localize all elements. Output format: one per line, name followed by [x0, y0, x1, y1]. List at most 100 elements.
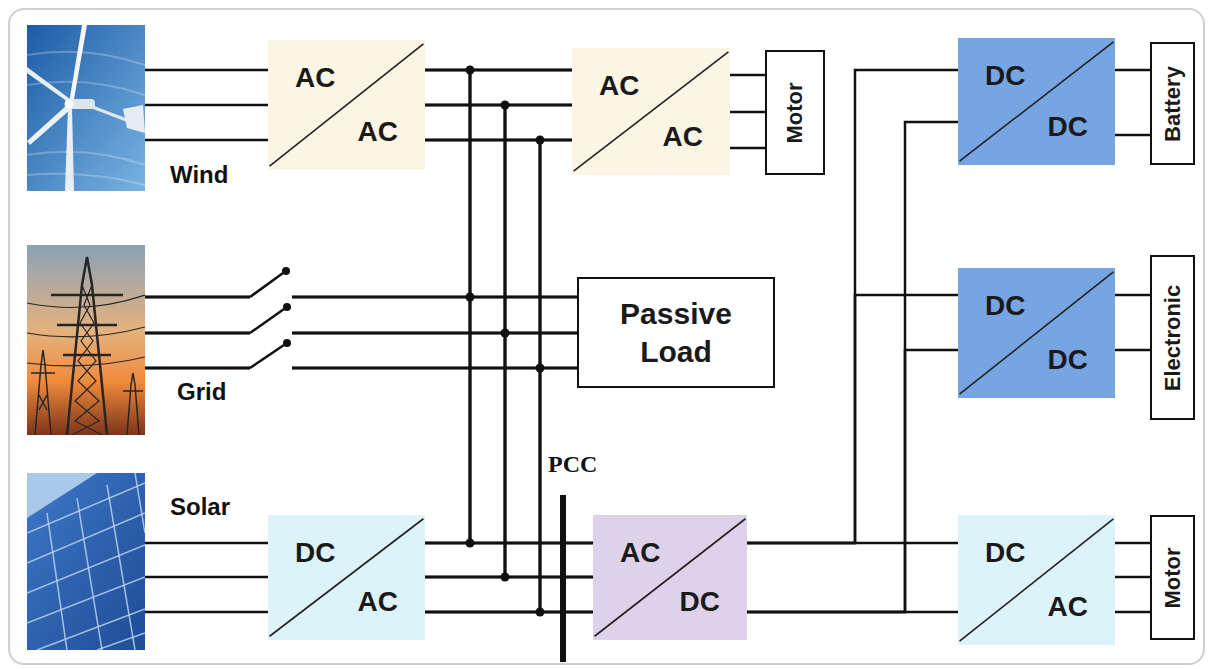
device-box: Electronic [1150, 255, 1195, 420]
switch-contact [283, 303, 291, 311]
wire-segment [747, 611, 958, 614]
source-label: Solar [170, 495, 230, 519]
wire-segment [145, 542, 268, 545]
converter-diagonal [593, 515, 747, 640]
box-label: Battery [1162, 66, 1184, 142]
power-wire [425, 70, 593, 612]
wire-segment [730, 111, 765, 114]
converter-label: AC [295, 64, 335, 92]
wire-segment [425, 105, 572, 577]
converter-label: AC [663, 123, 703, 151]
wire-segment [145, 332, 250, 335]
wire-segment [425, 140, 593, 612]
wire-segment [145, 367, 250, 370]
wire-segment [145, 367, 250, 370]
converter-label: DC [1048, 113, 1088, 141]
wire-segment [425, 105, 593, 577]
source-photo: Solar [27, 473, 145, 650]
converter-diagonal [268, 40, 425, 170]
wire-segment [747, 295, 958, 543]
source-label: Grid [177, 380, 226, 404]
converter-label: AC [1048, 593, 1088, 621]
wire-segment [730, 147, 765, 150]
converter-box: DC DC [958, 268, 1115, 398]
wire-segment [1115, 349, 1150, 352]
wire-segment [145, 104, 268, 107]
power-wire [747, 295, 958, 612]
junction-dot [536, 136, 545, 145]
wire-segment [145, 332, 250, 335]
wire-segment [145, 367, 250, 370]
wire-segment [1115, 576, 1150, 579]
converter-label: AC [620, 539, 660, 567]
source-photo: Grid [27, 245, 145, 435]
diagonal-line [960, 272, 1114, 394]
converter-box: AC AC [268, 40, 425, 170]
wire-segment [425, 368, 577, 612]
box-label: Motor [1162, 547, 1184, 608]
converter-label: AC [358, 118, 398, 146]
photo-illustration [27, 473, 145, 650]
box-label: Motor [784, 82, 806, 143]
source-label: Wind [170, 163, 228, 187]
converter-box: DCAC [268, 515, 425, 640]
wire-segment [145, 296, 250, 299]
power-wire [747, 543, 958, 612]
power-wire [1115, 543, 1150, 612]
junction-dot [536, 364, 545, 373]
junction-dot [501, 101, 510, 110]
power-wire [145, 70, 268, 140]
diagonal-line [960, 42, 1114, 161]
wire-segment [1115, 134, 1150, 137]
diagonal-line [574, 52, 729, 171]
converter-box: AC DC [593, 515, 747, 640]
wire-segment [1115, 542, 1150, 545]
wire-segment [1115, 294, 1150, 297]
wire-segment [145, 611, 268, 614]
wire-segment [747, 350, 958, 612]
wire-segment [730, 74, 765, 77]
load-box: Passive Load [577, 277, 775, 388]
box-label: Passive Load [606, 295, 746, 370]
wire-segment [425, 611, 593, 614]
switch-blade [250, 273, 283, 297]
wire-segment [1115, 69, 1150, 72]
converter-diagonal [572, 48, 730, 175]
power-wire [730, 75, 765, 148]
wire-segment [747, 122, 958, 612]
device-box: Motor [1150, 515, 1195, 640]
wire-segment [145, 296, 250, 299]
photo-illustration [27, 245, 145, 435]
device-box: Motor [765, 50, 825, 175]
converter-diagonal [268, 515, 425, 640]
wire-segment [145, 139, 268, 142]
junction-dot [466, 539, 475, 548]
converter-diagonal [958, 38, 1115, 165]
junction-dot [501, 573, 510, 582]
switch-contact [282, 267, 290, 275]
power-wire [145, 543, 268, 612]
wire-segment [425, 542, 593, 545]
converter-box: DCAC [958, 515, 1115, 645]
converter-label: DC [1048, 346, 1088, 374]
diagonal-line [595, 519, 746, 637]
converter-label: DC [680, 588, 720, 616]
converter-label: DC [985, 292, 1025, 320]
junction-dot [536, 608, 545, 617]
converter-label: DC [295, 539, 335, 567]
power-wire [425, 70, 572, 612]
power-wire [425, 70, 577, 368]
junction-dot [466, 66, 475, 75]
junction-dot [501, 329, 510, 338]
wire-segment [1115, 611, 1150, 614]
wire-segment [747, 542, 958, 545]
converter-box: DCDC [958, 38, 1115, 165]
wire-segment [425, 140, 572, 612]
wire-segment [145, 296, 250, 299]
diagonal-line [270, 519, 424, 637]
box-label: Electronic [1162, 284, 1184, 390]
pcc-label: PCC [548, 452, 597, 476]
power-wire [1115, 295, 1150, 350]
source-photo: Wind [27, 25, 145, 191]
switch-blade [250, 345, 284, 368]
